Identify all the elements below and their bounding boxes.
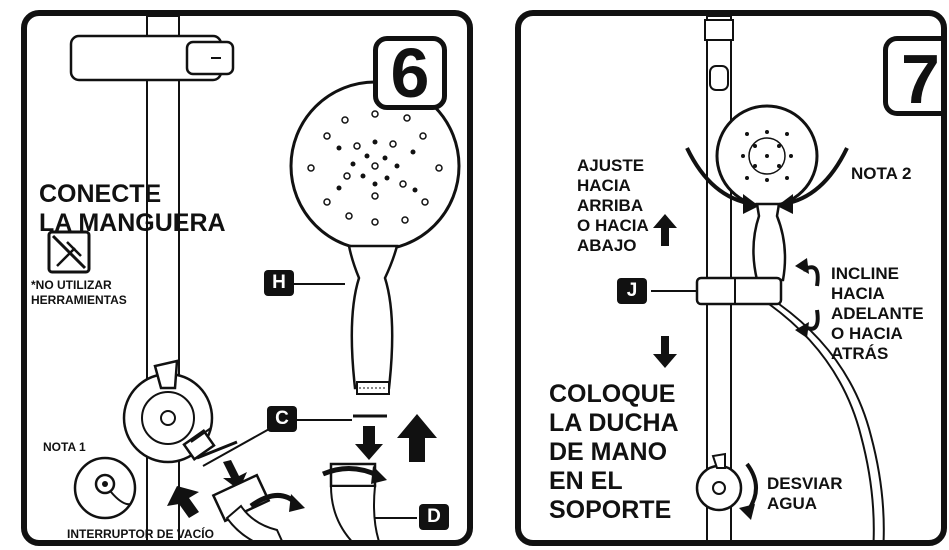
adjust-line-3: ARRIBA [577, 196, 644, 215]
callout-h: H [264, 270, 294, 296]
tilt-line-1: INCLINE [831, 264, 899, 283]
tilt-line-4: O HACIA [831, 324, 903, 343]
step-6-panel: 6 CONECTE LA MANGUERA *NO UTILIZAR HERRA… [21, 10, 473, 546]
tilt-line-5: ATRÁS [831, 344, 889, 363]
nota-1-label: NOTA 1 [43, 440, 86, 454]
tool-note-line-2: HERRAMIENTAS [31, 293, 127, 307]
callout-d: D [419, 504, 449, 530]
nota-2-label: NOTA 2 [851, 164, 912, 183]
adjust-line-5: ABAJO [577, 236, 637, 255]
step-7-panel: 7 AJUSTE HACIA ARRIBA O HACIA ABAJO NOTA… [515, 10, 947, 546]
step-6-illustration [47, 16, 461, 540]
title-line-2: LA MANGUERA [39, 209, 226, 237]
title-line-1: CONECTE [39, 180, 162, 208]
place-line-3: DE MANO [549, 438, 668, 466]
place-line-4: EN EL [549, 467, 623, 495]
step-7-illustration [651, 16, 885, 540]
tool-note-line-1: *NO UTILIZAR [31, 278, 112, 292]
adjust-line-4: O HACIA [577, 216, 649, 235]
place-line-5: SOPORTE [549, 496, 672, 524]
callout-j: J [617, 278, 647, 304]
tilt-line-2: HACIA [831, 284, 885, 303]
tilt-line-3: ADELANTE [831, 304, 924, 323]
adjust-line-1: AJUSTE [577, 156, 645, 175]
callout-c: C [267, 406, 297, 432]
step-number-7: 7 [883, 36, 941, 117]
place-line-2: LA DUCHA [549, 409, 679, 437]
vacuum-breaker-label: INTERRUPTOR DE VACÍO [67, 527, 214, 541]
step-number-6: 6 [373, 36, 447, 110]
adjust-line-2: HACIA [577, 176, 631, 195]
divert-line-1: DESVIAR [767, 474, 843, 493]
place-line-1: COLOQUE [549, 380, 676, 408]
divert-line-2: AGUA [767, 494, 818, 513]
